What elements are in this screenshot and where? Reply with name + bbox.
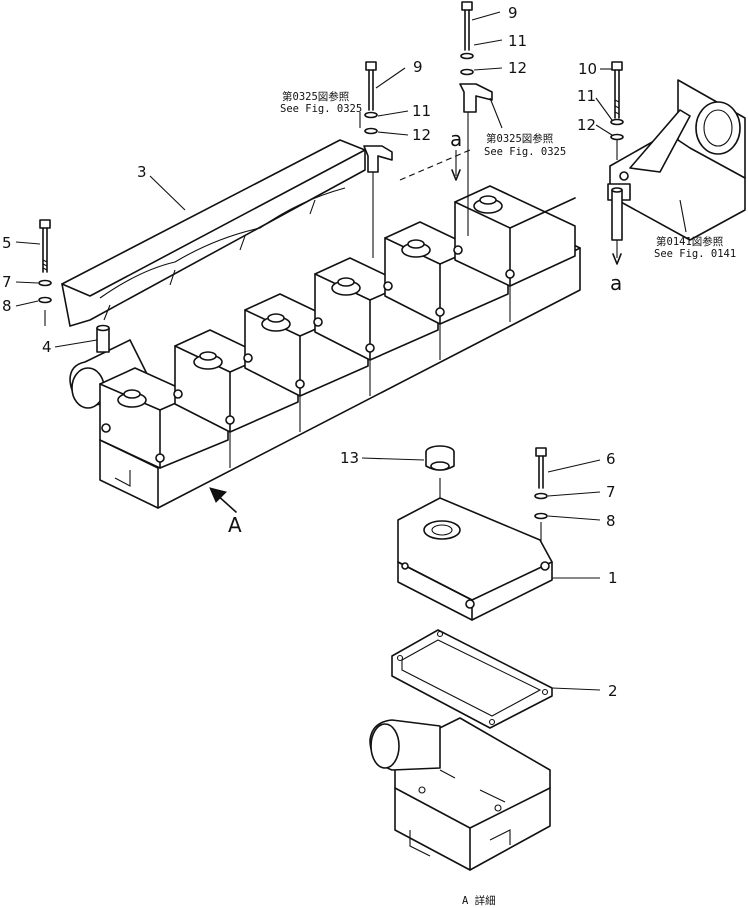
part-1-rocker-cover xyxy=(397,497,553,621)
left-bolt-stack xyxy=(38,219,52,326)
callout-3: 3 xyxy=(137,163,147,181)
callout-5: 5 xyxy=(2,234,12,252)
right-bolt-stack xyxy=(610,61,624,265)
callout-10: 10 xyxy=(578,60,597,78)
ref-0325-en-right: See Fig. 0325 xyxy=(484,146,566,158)
ref-0325-jp-right: 第0325図参照 xyxy=(486,132,554,145)
callout-12-center: 12 xyxy=(412,126,431,144)
callout-7-left: 7 xyxy=(2,273,12,291)
callout-6: 6 xyxy=(606,450,616,468)
callout-1: 1 xyxy=(608,569,618,587)
upper-bolt-stack xyxy=(459,1,493,236)
a-pointer-top xyxy=(451,150,461,181)
part-3-cover-plate xyxy=(61,139,366,327)
callout-12-right: 12 xyxy=(577,116,596,134)
rocker-covers xyxy=(99,149,576,469)
part-2-gasket xyxy=(391,629,553,729)
callout-11-right: 11 xyxy=(577,87,596,105)
detail-a-label: A 詳細 xyxy=(462,894,496,907)
detail-a-head-section xyxy=(369,717,551,871)
view-a-arrow xyxy=(209,487,237,513)
marker-a-top: a xyxy=(450,127,462,151)
ref-0325-jp-left: 第0325図参照 xyxy=(282,90,350,103)
callout-9-upper: 9 xyxy=(508,4,518,22)
callout-11-upper: 11 xyxy=(508,32,527,50)
ref-0325-en-left: See Fig. 0325 xyxy=(280,103,362,115)
leader-lines xyxy=(15,11,687,691)
marker-a-right: a xyxy=(610,271,622,295)
reference-notes: 第0325図参照 See Fig. 0325 第0325図参照 See Fig.… xyxy=(280,90,736,260)
center-bolt-stack xyxy=(363,61,393,258)
callout-2: 2 xyxy=(608,682,618,700)
view-a-label: A xyxy=(228,513,242,537)
callout-8-left: 8 xyxy=(2,297,12,315)
mounting-bracket xyxy=(607,79,746,241)
callout-8-right: 8 xyxy=(606,512,616,530)
callout-7-right: 7 xyxy=(606,483,616,501)
callout-9-center: 9 xyxy=(413,58,423,76)
callout-12-upper: 12 xyxy=(508,59,527,77)
callout-11-center: 11 xyxy=(412,102,431,120)
callout-13: 13 xyxy=(340,449,359,467)
ref-0141-en: See Fig. 0141 xyxy=(654,248,736,260)
part-4-sleeve xyxy=(96,324,110,353)
part-13-oil-cap xyxy=(425,445,455,500)
markers: a a A A 詳細 xyxy=(228,127,622,907)
callout-labels: 3 5 7 8 4 9 11 12 9 11 12 10 11 12 13 6 … xyxy=(2,4,618,700)
ref-0141-jp: 第0141図参照 xyxy=(656,235,724,248)
callout-4: 4 xyxy=(42,338,52,356)
